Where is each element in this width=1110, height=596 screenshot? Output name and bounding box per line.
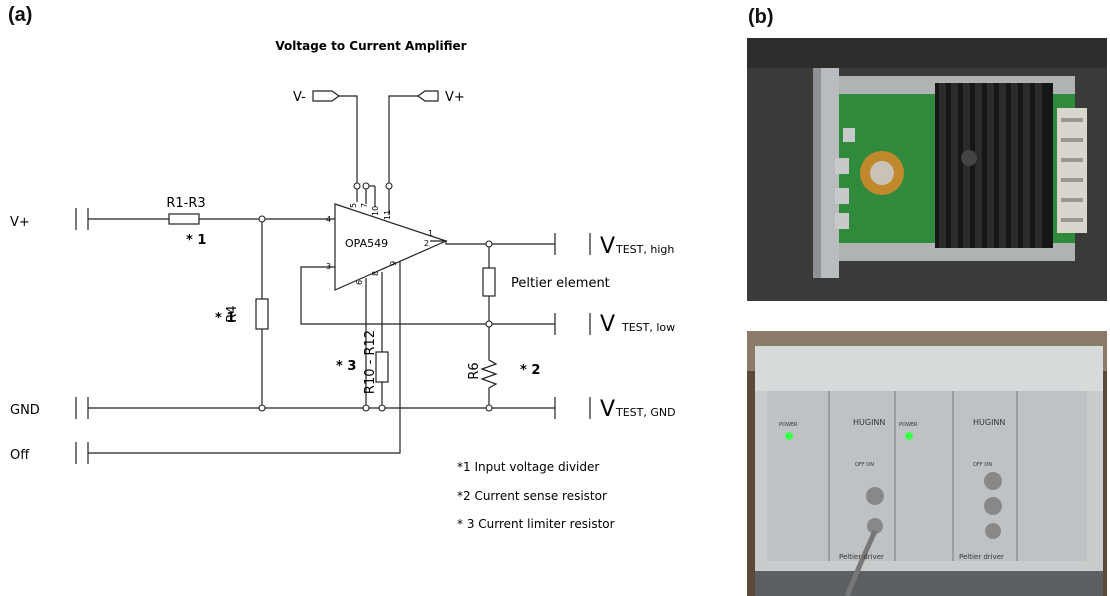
module-label-1: Peltier driver <box>839 553 884 561</box>
resistor-r1-r3-label: R1-R3 <box>166 196 205 211</box>
pin-4-label: 4 <box>326 215 331 224</box>
brand-label-1: HUGINN <box>853 418 885 427</box>
offon-label-2: OFF ON <box>973 462 992 468</box>
pin-7-label: 7 <box>360 203 369 208</box>
mark-3-r10: * 3 <box>336 359 356 374</box>
vtest-low-v: V <box>600 312 615 337</box>
mark-1-r4: * 1 <box>215 311 235 326</box>
pin-11-label: 11 <box>383 210 392 220</box>
resistor-r6-label: R6 <box>467 362 482 379</box>
pin-6-label: 6 <box>355 280 364 285</box>
mark-1-r1-r3: * 1 <box>186 233 206 248</box>
supply-neg-label: V- <box>293 90 306 105</box>
pin-5-label: 5 <box>349 203 358 208</box>
input-off-label: Off <box>10 448 30 463</box>
note-1: *1 Input voltage divider <box>457 460 599 474</box>
note-3: * 3 Current limiter resistor <box>457 517 615 531</box>
power-label-2: POWER <box>899 422 918 428</box>
mark-2-r6: * 2 <box>520 363 540 378</box>
input-vplus-label: V+ <box>10 215 30 230</box>
input-gnd-label: GND <box>10 403 40 418</box>
panel-a-label: (a) <box>8 4 33 26</box>
peltier-label: Peltier element <box>511 276 610 291</box>
circuit-schematic: Voltage to Current Amplifier V- V+ V+ GN… <box>10 39 676 531</box>
pcb-photo <box>747 38 1107 301</box>
rack-photo: POWER POWER HUGINN HUGINN OFF ON OFF ON … <box>747 331 1107 596</box>
pin-2-label: 2 <box>424 239 429 248</box>
vtest-gnd-sub: TEST, GND <box>615 406 676 419</box>
offon-label-1: OFF ON <box>855 462 874 468</box>
resistor-r4-label: R4 <box>225 305 240 322</box>
power-label-1: POWER <box>779 422 798 428</box>
opamp-label: OPA549 <box>345 237 388 250</box>
schematic-title: Voltage to Current Amplifier <box>275 39 466 53</box>
vtest-low-sub: TEST, low <box>621 321 675 334</box>
vtest-gnd-v: V <box>600 397 615 422</box>
module-label-2: Peltier driver <box>959 553 1004 561</box>
supply-pos-label: V+ <box>445 90 465 105</box>
note-2: *2 Current sense resistor <box>457 489 607 503</box>
pin-10-label: 10 <box>371 206 380 216</box>
pin-9-label: 9 <box>389 261 398 266</box>
vtest-high-v: V <box>600 234 615 259</box>
pin-8-label: 8 <box>371 271 380 276</box>
resistor-r10-r12-label: R10 - R12 <box>363 330 378 394</box>
brand-label-2: HUGINN <box>973 418 1005 427</box>
pin-3-label: 3 <box>326 262 331 271</box>
pin-1-label: 1 <box>428 229 433 238</box>
panel-b-label: (b) <box>748 6 774 28</box>
vtest-high-sub: TEST, high <box>615 243 674 256</box>
